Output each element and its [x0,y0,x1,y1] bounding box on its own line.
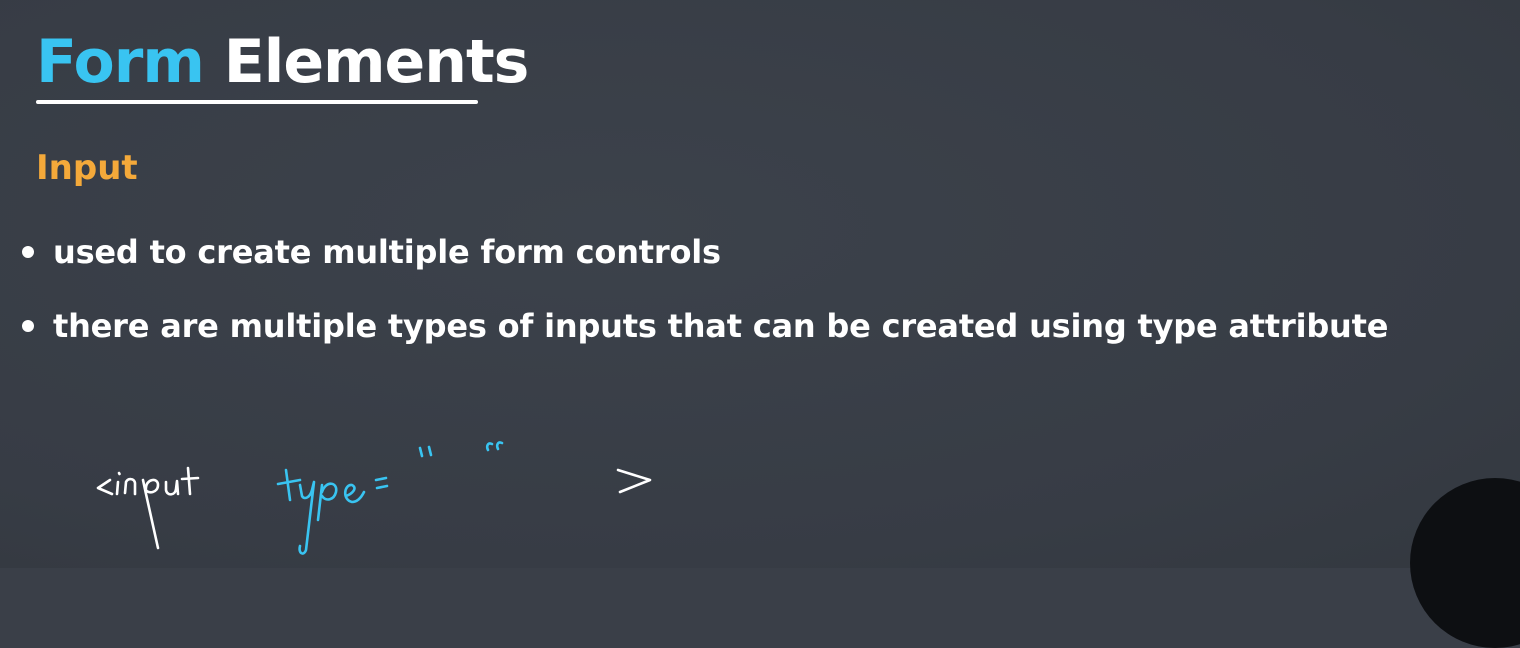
slide-title: Form Elements [36,22,530,102]
section-subheading: Input [36,148,138,188]
handwritten-input-tag [96,466,200,550]
handwritten-type-attribute [276,441,504,555]
bullet-text: there are multiple types of inputs that … [53,307,1389,345]
bullet-dot-icon [22,320,34,332]
handwritten-close-bracket [616,468,652,494]
slide-title-accent-word: Form [36,27,205,97]
handwritten-input-annotation [96,441,652,555]
slide-title-word: Elements [223,27,530,97]
corner-decoration [1410,478,1520,648]
bullet-text: used to create multiple form controls [53,233,721,271]
title-underline [36,100,478,104]
bullet-dot-icon [22,246,34,258]
